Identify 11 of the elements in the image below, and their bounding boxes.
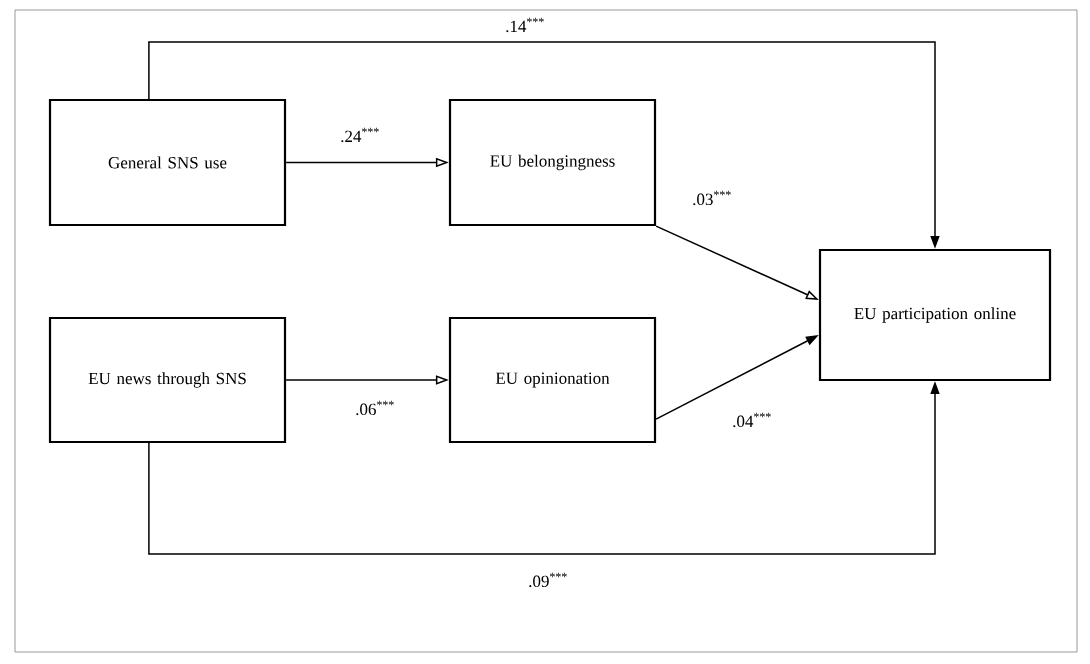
variable-box: EU belongingness <box>448 98 657 227</box>
variable-box: EU opinionation <box>448 316 657 444</box>
variable-box: EU participation online <box>818 248 1052 382</box>
variable-box: General SNS use <box>48 98 287 227</box>
path-coefficient: .03$^{***}$ <box>693 190 731 206</box>
variable-box: EU news through SNS <box>48 316 287 444</box>
path-coefficient: .14$^{***}$ <box>506 17 544 33</box>
path-coefficient: .24$^{***}$ <box>341 127 379 143</box>
path-coefficient: .09$^{***}$ <box>529 572 567 588</box>
path-coefficient: .06$^{***}$ <box>356 400 394 416</box>
path-coefficient: .04$^{***}$ <box>733 412 771 428</box>
